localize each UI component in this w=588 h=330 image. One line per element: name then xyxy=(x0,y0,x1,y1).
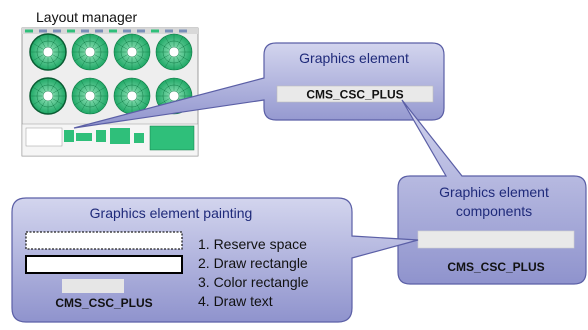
toolbar-button-icon xyxy=(179,29,187,33)
layout-manager-screenshot xyxy=(21,27,199,157)
toolbar-button-icon xyxy=(109,29,117,33)
graphics-element-box xyxy=(276,85,434,103)
toolbar-button-icon xyxy=(25,29,33,33)
toolbar-button-icon xyxy=(67,29,75,33)
detector-wheel-icon xyxy=(29,77,67,115)
painting-title: Graphics element painting xyxy=(90,205,253,221)
detector-wheel-icon xyxy=(29,33,67,71)
toolbar-button-icon xyxy=(123,29,131,33)
components-title-line1: Graphics element xyxy=(439,184,549,200)
graphics-element-bubble xyxy=(73,42,445,129)
graphics-element-title: Graphics element xyxy=(299,50,409,66)
toolbar-button-icon xyxy=(95,29,103,33)
color-rectangle-rect xyxy=(62,279,124,293)
toolbar-button-icon xyxy=(81,29,89,33)
components-label: CMS_CSC_PLUS xyxy=(447,260,544,274)
step-2: 2. Draw rectangle xyxy=(198,255,308,271)
draw-rectangle-rect xyxy=(25,255,183,274)
toolbar-button-icon xyxy=(53,29,61,33)
components-empty-box xyxy=(417,230,575,249)
layout-manager-title: Layout manager xyxy=(36,9,138,25)
toolbar-button-icon xyxy=(39,29,47,33)
detector-wheel-icon xyxy=(113,33,151,71)
detector-wheel-icon xyxy=(71,33,109,71)
reserve-space-rect xyxy=(25,231,183,250)
toolbar-button-icon xyxy=(137,29,145,33)
step-3: 3. Color rectangle xyxy=(198,274,309,290)
painting-label: CMS_CSC_PLUS xyxy=(55,296,152,310)
step-4: 4. Draw text xyxy=(198,293,273,309)
components-title-line2: components xyxy=(456,203,532,219)
toolbar-button-icon xyxy=(151,29,159,33)
detector-wheel-icon xyxy=(71,77,109,115)
toolbar-button-icon xyxy=(165,29,173,33)
step-1: 1. Reserve space xyxy=(198,236,307,252)
detector-wheel-icon xyxy=(155,33,193,71)
graphics-element-box-label: CMS_CSC_PLUS xyxy=(306,88,403,102)
detector-wheel-icon xyxy=(113,77,151,115)
